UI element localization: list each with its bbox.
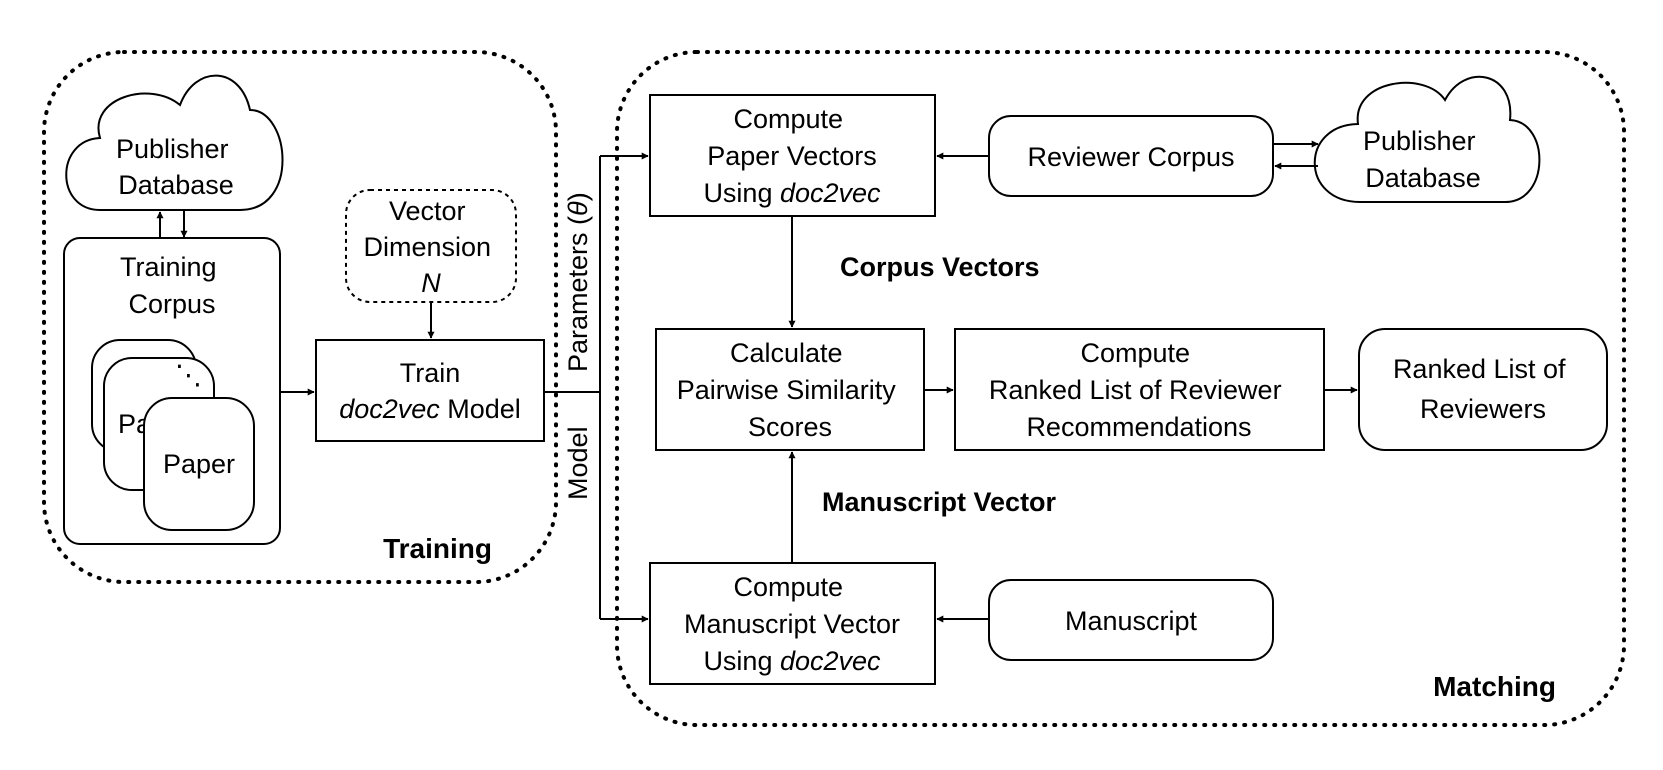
svg-text:Training Corpus: Training Corpus [120, 252, 224, 319]
ranked-compute-label-3: Recommendations [1026, 412, 1251, 442]
svg-text:Train: Train [400, 358, 461, 388]
manuscript-vector-label-1: Compute [733, 572, 843, 602]
ranked-list-box: Ranked List of Reviewers [1358, 328, 1608, 451]
compute-paper-vectors-box: Compute Paper Vectors Using doc2vec [649, 94, 936, 217]
matching-publisher-database: Publisher Database [1313, 75, 1541, 203]
vector-dimension-label-1: Vector [389, 196, 466, 226]
training-region [42, 50, 558, 584]
cloud-icon [65, 74, 284, 211]
compute-manuscript-vector-box: Compute Manuscript Vector Using doc2vec [649, 562, 936, 685]
train-model-label-italic: doc2vec [339, 394, 440, 424]
svg-text:Compute Ranked List of R: Compute Ranked List of Reviewer Recommen… [989, 338, 1289, 442]
paper-doc-ellipsis: ⋱ [175, 360, 202, 390]
svg-text:Compute Paper Vectors: Compute Paper Vectors [707, 104, 877, 171]
svg-text:doc2vec Model: doc2vec Model [339, 394, 521, 424]
similarity-label-3: Scores [748, 412, 832, 442]
svg-text:Vector Dimension N: Vector Dimension N [363, 196, 498, 298]
training-corpus-box: Training Corpus Pa ⋱ Paper [63, 237, 281, 545]
ranked-list-label-2: Reviewers [1420, 394, 1546, 424]
manuscript-vector-edge-label: Manuscript Vector [822, 487, 1057, 517]
model-label: Model [563, 426, 593, 500]
paper-vectors-label-1: Compute [733, 104, 843, 134]
similarity-scores-box: Calculate Pairwise Similarity Scores [655, 328, 925, 451]
manuscript-label: Manuscript [1065, 606, 1198, 636]
training-corpus-label-2: Corpus [128, 289, 215, 319]
similarity-label-2: Pairwise Similarity [677, 375, 897, 405]
vector-dimension-box: Vector Dimension N [345, 189, 517, 303]
svg-text:Using doc2vec: Using doc2vec [703, 178, 881, 208]
parameters-label: Parameters (θ) [563, 192, 593, 372]
manuscript-vector-label-2: Manuscript Vector [684, 609, 900, 639]
similarity-label-1: Calculate [730, 338, 843, 368]
reviewer-corpus-label: Reviewer Corpus [1027, 142, 1234, 172]
training-publisher-label-1: Publisher [116, 134, 229, 164]
training-region-label: Training [383, 533, 492, 564]
corpus-vectors-label: Corpus Vectors [840, 252, 1040, 282]
svg-text:Calculate Pairwise Simil: Calculate Pairwise Similarity Scores [677, 338, 904, 442]
training-corpus-label-1: Training [120, 252, 217, 282]
ranked-compute-label-2: Ranked List of Reviewer [989, 375, 1282, 405]
matching-publisher-label-2: Database [1365, 163, 1481, 193]
matching-region-label: Matching [1433, 671, 1556, 702]
theta-symbol: θ [563, 201, 593, 216]
paper-doc-front-label: Paper [163, 449, 235, 479]
manuscript-vector-label-italic: doc2vec [780, 646, 881, 676]
paper-doc-front [143, 397, 255, 531]
matching-publisher-label-1: Publisher [1363, 126, 1476, 156]
vector-dimension-label-2: Dimension [363, 232, 491, 262]
reviewer-corpus-box: Reviewer Corpus [988, 115, 1274, 197]
ranked-recommendations-box: Compute Ranked List of Reviewer Recommen… [954, 328, 1325, 451]
ranked-list-label-1: Ranked List of [1393, 354, 1566, 384]
paper-vectors-label-2: Paper Vectors [707, 141, 877, 171]
svg-text:Publisher Database: Publisher Database [1363, 126, 1483, 193]
train-model-box: Train doc2vec Model [315, 339, 545, 442]
svg-text:Ranked List of Reviewers: Ranked List of Reviewers [1393, 354, 1573, 424]
svg-text:Publisher Database: Publisher Database [116, 134, 236, 200]
svg-text:Compute Manuscript Vecto: Compute Manuscript Vector [684, 572, 900, 639]
vector-dimension-label-3: N [421, 268, 441, 298]
manuscript-vector-label-3: Using [703, 646, 780, 676]
paper-vectors-label-italic: doc2vec [780, 178, 881, 208]
manuscript-box: Manuscript [988, 579, 1274, 661]
cloud-icon [1313, 75, 1541, 203]
training-publisher-database: Publisher Database [65, 74, 284, 211]
matching-region [615, 50, 1626, 727]
train-model-label-rest: Model [440, 394, 521, 424]
svg-text:Using doc2vec: Using doc2vec [703, 646, 881, 676]
train-model-label-1: Train [400, 358, 461, 388]
paper-vectors-label-3: Using [703, 178, 780, 208]
training-publisher-label-2: Database [118, 170, 234, 200]
ranked-compute-label-1: Compute [1080, 338, 1190, 368]
